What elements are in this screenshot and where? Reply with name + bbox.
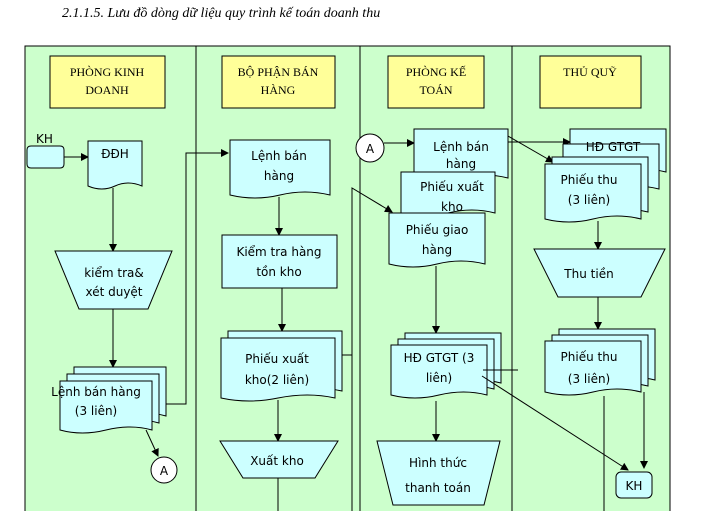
ddh-document [87,140,143,190]
kiem-tra-line2: xét duyệt [85,285,142,299]
hd-gtgt-3-line1: HĐ GTGT (3 [404,351,475,365]
phieu-thu-3b-doc [544,340,642,396]
diagram-title: 2.1.1.5. Lưu đồ dòng dữ liệu quy trình k… [62,6,381,21]
kh-start-label: KH [36,132,53,146]
hd-gtgt-tq-line1: HĐ GTGT [586,140,641,154]
header-ke-toan-line2: TOÁN [419,83,452,97]
phieu-giao-hang-line2: hàng [422,243,452,257]
edge-lenh-down-a [145,429,159,457]
header-thu-quy [539,55,642,109]
hd-gtgt-3-doc [390,344,488,399]
header-kinh-doanh-line2: DOANH [85,83,129,97]
edge-lenh-to-banhang [166,149,229,405]
header-thu-quy-line1: THỦ QUỸ [563,65,617,79]
kiem-tra-hang-process [221,234,338,289]
hinh-thuc-tt-line1: Hình thức [409,456,467,470]
xuat-kho-label: Xuất kho [250,454,304,468]
edge-lenh-to-phieuthu [507,135,554,163]
kh-start-terminal [26,145,65,169]
kh-end-label: KH [626,479,643,493]
header-kinh-doanh [49,55,166,109]
thu-tien-label: Thu tiền [563,267,613,281]
phieu-thu-3a-line1: Phiếu thu [561,173,618,187]
phieu-thu-3a-line2: (3 liên) [568,193,610,207]
phieu-thu-3b-line1: Phiếu thu [561,350,618,364]
hd-gtgt-3-line2: liên) [426,371,452,385]
kiem-tra-hang-line1: Kiểm tra hàng [236,245,321,259]
lenh-ban-hang-3-doc [59,380,153,434]
lenh-ban-hang-kt-line1: Lệnh bán [433,140,489,154]
lenh-ban-hang-3-line2: (3 liên) [75,404,117,418]
lenh-ban-hang-3-line1: Lệnh bán hàng [51,385,141,399]
header-ke-toan-line1: PHÒNG KẾ [406,64,466,79]
kiem-tra-manual-op [54,250,173,310]
header-kinh-doanh-line1: PHÒNG KINH [70,65,145,79]
phieu-xuat-kho-2-doc [220,337,336,402]
header-ke-toan [387,55,485,109]
phieu-giao-hang-line1: Phiếu giao [406,223,469,237]
phieu-xuat-kho-kt-line2: kho [441,200,463,214]
thu-tien-manual-op [533,248,666,298]
ddh-label: ĐĐH [101,147,129,161]
phieu-xuat-kho-2-line1: Phiếu xuất [245,352,309,366]
phieu-xuat-kho-kt-line1: Phiếu xuất [420,180,484,194]
kiem-tra-hang-line2: tồn kho [256,265,301,279]
header-ban-hang [221,55,336,109]
header-ban-hang-line2: HÀNG [261,83,296,97]
header-ban-hang-line1: BỘ PHẬN BÁN [238,65,319,79]
kh-end-terminal [615,471,653,499]
connector-a-kt-circle [355,133,385,163]
hinh-thuc-tt-line2: thanh toán [405,481,471,495]
connector-a-kt-label: A [366,142,375,156]
lenh-ban-hang-bh-line1: Lệnh bán [251,149,307,163]
lenh-ban-hang-kt-line2: hàng [446,157,476,171]
phieu-xuat-kho-2-line2: kho(2 liên) [245,373,309,387]
lenh-ban-hang-bh-doc [229,139,331,199]
kiem-tra-line1: kiểm tra& [84,266,144,280]
lenh-ban-hang-bh-line2: hàng [264,169,294,183]
phieu-thu-3b-line2: (3 liên) [568,372,610,386]
xuat-kho-manual-op [219,440,339,479]
phieu-thu-3a-doc [544,163,642,223]
connector-a-circle [150,456,178,484]
connector-a-label: A [160,464,169,478]
hinh-thuc-tt-manual-op [376,440,501,506]
phieu-giao-hang-doc [388,212,486,268]
edge-into-ketoan [351,187,393,511]
